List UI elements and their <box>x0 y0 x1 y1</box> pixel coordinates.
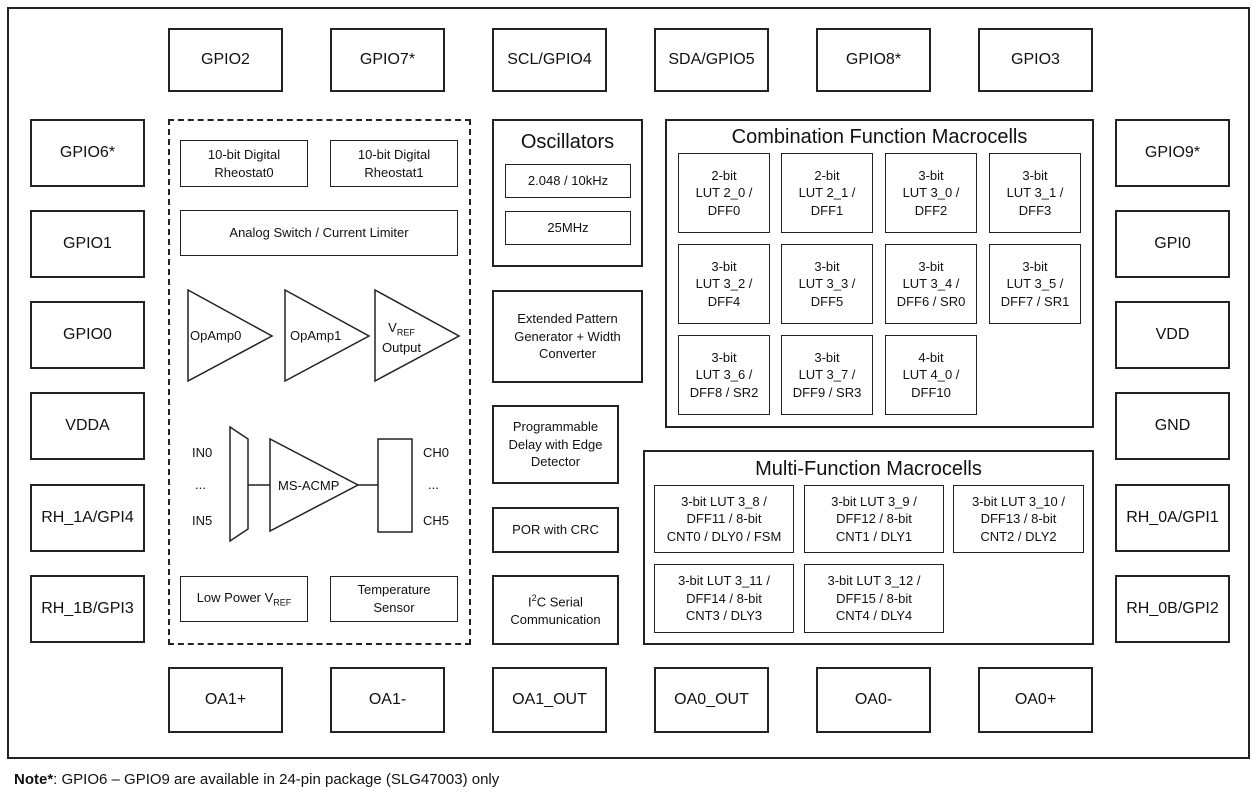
pin-top-5: GPIO8* <box>816 28 931 92</box>
pin-left-6: RH_1B/GPI3 <box>30 575 145 643</box>
footnote: Note*: GPIO6 – GPIO9 are available in 24… <box>14 771 499 788</box>
lut-cell: 3-bit LUT 3_0 / DFF2 <box>885 153 977 233</box>
lut-cell: 3-bit LUT 3_6 / DFF8 / SR2 <box>678 335 770 415</box>
pin-left-5: RH_1A/GPI4 <box>30 484 145 552</box>
rheostat0: 10-bit Digital Rheostat0 <box>180 140 308 187</box>
analog-drawing <box>187 288 461 543</box>
lut-cell: 3-bit LUT 3_2 / DFF4 <box>678 244 770 324</box>
combination-block: Combination Function Macrocells <box>665 119 1094 428</box>
multi-cell: 3-bit LUT 3_10 / DFF13 / 8-bit CNT2 / DL… <box>953 485 1084 553</box>
combination-title: Combination Function Macrocells <box>731 126 1028 148</box>
pin-top-4: SDA/GPIO5 <box>654 28 769 92</box>
oscillators-block: Oscillators <box>492 119 643 267</box>
lut-cell: 3-bit LUT 3_7 / DFF9 / SR3 <box>781 335 873 415</box>
i2c-serial: I2C Serial Communication <box>492 575 619 645</box>
lut-cell: 3-bit LUT 3_1 / DFF3 <box>989 153 1081 233</box>
pin-bottom-5: OA0- <box>816 667 931 733</box>
opamp0-label: OpAmp0 <box>190 328 242 343</box>
vref-output-text: Output <box>382 339 422 355</box>
low-power-text: Low Power V <box>196 590 274 606</box>
pin-left-3: GPIO0 <box>30 301 145 369</box>
pin-bottom-1: OA1+ <box>168 667 283 733</box>
ch0-label: CH0 <box>423 445 450 460</box>
acmp-triangle <box>269 437 360 533</box>
lut-cell: 3-bit LUT 3_3 / DFF5 <box>781 244 873 324</box>
pin-left-4: VDDA <box>30 392 145 460</box>
pin-bottom-4: OA0_OUT <box>654 667 769 733</box>
vref-v: V <box>388 320 397 335</box>
vref-output-triangle <box>374 288 461 383</box>
rheostat1: 10-bit Digital Rheostat1 <box>330 140 458 187</box>
analog-block <box>168 119 471 645</box>
pattern-generator: Extended Pattern Generator + Width Conve… <box>492 290 643 383</box>
ch5-label: CH5 <box>423 513 450 528</box>
demux-shape <box>377 438 413 533</box>
analog-switch: Analog Switch / Current Limiter <box>180 210 458 256</box>
pin-left-1: GPIO6* <box>30 119 145 187</box>
lut-cell: 3-bit LUT 3_4 / DFF6 / SR0 <box>885 244 977 324</box>
multi-function-title: Multi-Function Macrocells <box>755 458 982 480</box>
footnote-label: Note* <box>14 771 54 788</box>
multi-cell: 3-bit LUT 3_11 / DFF14 / 8-bit CNT3 / DL… <box>654 564 794 633</box>
programmable-delay: Programmable Delay with Edge Detector <box>492 405 619 484</box>
pin-top-2: GPIO7* <box>330 28 445 92</box>
lut-cell: 2-bit LUT 2_1 / DFF1 <box>781 153 873 233</box>
oscillators-title: Oscillators <box>520 131 615 153</box>
pin-right-5: RH_0A/GPI1 <box>1115 484 1230 552</box>
multi-cell: 3-bit LUT 3_12 / DFF15 / 8-bit CNT4 / DL… <box>804 564 944 633</box>
multi-function-block: Multi-Function Macrocells <box>643 450 1094 645</box>
in5-label: IN5 <box>192 513 213 528</box>
pin-top-1: GPIO2 <box>168 28 283 92</box>
pin-right-4: GND <box>1115 392 1230 460</box>
por-with-crc: POR with CRC <box>492 507 619 553</box>
pin-left-2: GPIO1 <box>30 210 145 278</box>
pin-bottom-3: OA1_OUT <box>492 667 607 733</box>
pin-right-3: VDD <box>1115 301 1230 369</box>
oscillator-2: 25MHz <box>505 211 631 245</box>
pin-right-6: RH_0B/GPI2 <box>1115 575 1230 643</box>
footnote-text: : GPIO6 – GPIO9 are available in 24-pin … <box>53 771 500 788</box>
in-dots-label: ... <box>195 477 206 492</box>
i2c-i: I <box>528 594 532 610</box>
i2c-sup: 2 <box>531 592 537 603</box>
acmp-label: MS-ACMP <box>278 478 340 493</box>
i2c-rest: C Serial Communication <box>510 594 601 627</box>
vref-output-label: VREF Output <box>382 319 421 356</box>
opamp1-triangle <box>284 288 371 383</box>
pin-top-6: GPIO3 <box>978 28 1093 92</box>
multi-cell: 3-bit LUT 3_8 / DFF11 / 8-bit CNT0 / DLY… <box>654 485 794 553</box>
mux-shape <box>229 425 249 543</box>
low-power-sub: REF <box>273 597 292 608</box>
lut-cell: 2-bit LUT 2_0 / DFF0 <box>678 153 770 233</box>
low-power-vref: Low Power VREF <box>180 576 308 622</box>
temperature-sensor: Temperature Sensor <box>330 576 458 622</box>
ch-dots-label: ... <box>428 477 439 492</box>
pin-bottom-6: OA0+ <box>978 667 1093 733</box>
pin-top-3: SCL/GPIO4 <box>492 28 607 92</box>
chip-outline <box>7 7 1250 759</box>
multi-cell: 3-bit LUT 3_9 / DFF12 / 8-bit CNT1 / DLY… <box>804 485 944 553</box>
in0-label: IN0 <box>192 445 213 460</box>
pin-right-2: GPI0 <box>1115 210 1230 278</box>
vref-sub: REF <box>396 327 415 338</box>
opamp0-triangle <box>187 288 274 383</box>
oscillator-1: 2.048 / 10kHz <box>505 164 631 198</box>
lut-cell: 3-bit LUT 3_5 / DFF7 / SR1 <box>989 244 1081 324</box>
lut-cell: 4-bit LUT 4_0 / DFF10 <box>885 335 977 415</box>
opamp1-label: OpAmp1 <box>290 328 342 343</box>
pin-bottom-2: OA1- <box>330 667 445 733</box>
pin-right-1: GPIO9* <box>1115 119 1230 187</box>
